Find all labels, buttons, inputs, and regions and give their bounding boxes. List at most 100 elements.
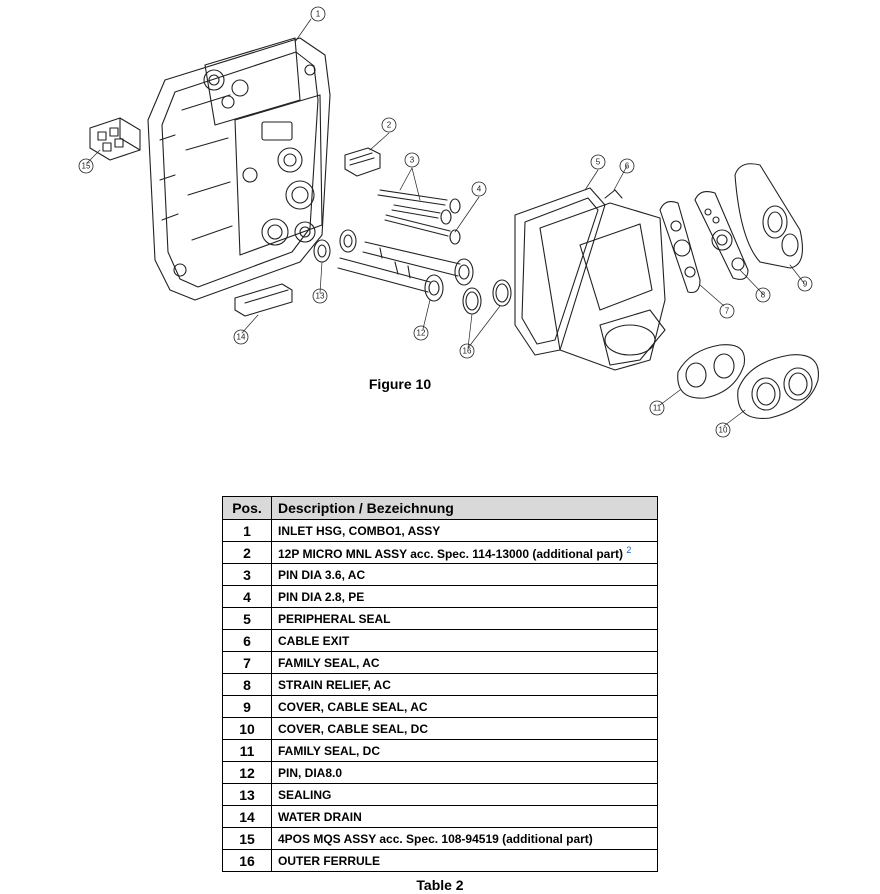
row-pos: 1 — [222, 519, 272, 542]
table-row: 15 4POS MQS ASSY acc. Spec. 108-94519 (ad… — [222, 827, 658, 850]
header-description: Description / Bezeichnung — [271, 496, 658, 520]
callout-3: 3 — [410, 156, 415, 165]
part-1-inlet-housing — [147, 37, 331, 301]
description-text: CABLE EXIT — [278, 633, 350, 648]
exploded-view-figure: 1 2 3 4 5 6 7 8 9 10 11 12 13 14 15 16 — [78, 6, 819, 438]
description-text: 12P MICRO MNL ASSY acc. Spec. 114-13000 … — [278, 546, 624, 561]
description-text: FAMILY SEAL, DC — [278, 743, 381, 758]
parts-table: Pos. Description / Bezeichnung 1 INLET HS… — [222, 496, 658, 872]
description-text: WATER DRAIN — [278, 809, 362, 824]
header-pos: Pos. — [222, 496, 272, 520]
row-description: PIN DIA 3.6, AC — [271, 563, 658, 586]
row-description: PERIPHERAL SEAL — [271, 607, 658, 630]
row-description: STRAIN RELIEF, AC — [271, 673, 658, 696]
row-pos: 8 — [222, 673, 272, 696]
description-text: PIN DIA 3.6, AC — [278, 567, 366, 582]
callout-13: 13 — [316, 292, 325, 301]
part-12-large-pins — [337, 241, 474, 302]
part-16-ferrules — [462, 279, 512, 315]
table-row: 6 CABLE EXIT — [222, 629, 658, 652]
row-description: 12P MICRO MNL ASSY acc. Spec. 114-13000 … — [271, 541, 658, 564]
part-11-family-seal-dc — [677, 344, 746, 399]
row-pos: 13 — [222, 783, 272, 806]
leader-lines — [86, 18, 805, 427]
callout-15: 15 — [82, 162, 91, 171]
table-row: 1 INLET HSG, COMBO1, ASSY — [222, 519, 658, 542]
row-description: 4POS MQS ASSY acc. Spec. 108-94519 (addi… — [271, 827, 658, 850]
callout-5: 5 — [596, 158, 601, 167]
row-description: WATER DRAIN — [271, 805, 658, 828]
row-description: FAMILY SEAL, DC — [271, 739, 658, 762]
row-pos: 16 — [222, 849, 272, 872]
part-8-strain-relief — [694, 191, 749, 280]
row-pos: 10 — [222, 717, 272, 740]
callout-8: 8 — [761, 291, 766, 300]
part-3-pins — [377, 189, 461, 225]
callout-6: 6 — [625, 162, 630, 171]
callout-4: 4 — [477, 185, 482, 194]
part-7-family-seal-ac — [659, 201, 701, 294]
row-description: OUTER FERRULE — [271, 849, 658, 872]
row-pos: 12 — [222, 761, 272, 784]
table-row: 13 SEALING — [222, 783, 658, 806]
callout-1: 1 — [316, 10, 321, 19]
callout-2: 2 — [387, 121, 392, 130]
exploded-view-drawing: 1 2 3 4 5 6 7 8 9 10 11 12 13 14 15 16 — [78, 6, 819, 438]
description-text: 4POS MQS ASSY acc. Spec. 108-94519 (addi… — [278, 831, 593, 846]
table-header-row: Pos. Description / Bezeichnung — [222, 496, 658, 520]
row-pos: 4 — [222, 585, 272, 608]
table-row: 16 OUTER FERRULE — [222, 849, 658, 872]
callout-7: 7 — [725, 307, 730, 316]
description-text: INLET HSG, COMBO1, ASSY — [278, 523, 441, 538]
row-description: CABLE EXIT — [271, 629, 658, 652]
description-text: PIN DIA 2.8, PE — [278, 589, 365, 604]
row-description: PIN, DIA8.0 — [271, 761, 658, 784]
description-text: FAMILY SEAL, AC — [278, 655, 380, 670]
description-text: OUTER FERRULE — [278, 853, 380, 868]
row-pos: 2 — [222, 541, 272, 564]
row-pos: 15 — [222, 827, 272, 850]
part-14-water-drain — [234, 283, 293, 317]
part-5-6-seal-and-cable-exit — [514, 187, 666, 371]
callout-16: 16 — [463, 347, 472, 356]
row-description: INLET HSG, COMBO1, ASSY — [271, 519, 658, 542]
part-2-micro-connector — [344, 147, 381, 177]
description-text: PERIPHERAL SEAL — [278, 611, 391, 626]
callout-10: 10 — [719, 426, 728, 435]
row-description: FAMILY SEAL, AC — [271, 651, 658, 674]
description-text: PIN, DIA8.0 — [278, 765, 343, 780]
table-row: 9 COVER, CABLE SEAL, AC — [222, 695, 658, 718]
part-13-sealings — [313, 229, 357, 263]
callout-14: 14 — [237, 333, 246, 342]
callout-circles — [78, 6, 813, 438]
table-row: 10 COVER, CABLE SEAL, DC — [222, 717, 658, 740]
row-description: COVER, CABLE SEAL, AC — [271, 695, 658, 718]
row-pos: 6 — [222, 629, 272, 652]
row-pos: 9 — [222, 695, 272, 718]
callout-11: 11 — [653, 404, 662, 413]
callout-12: 12 — [417, 329, 426, 338]
part-9-cover-ac — [734, 163, 803, 269]
row-description: PIN DIA 2.8, PE — [271, 585, 658, 608]
table-row: 8 STRAIN RELIEF, AC — [222, 673, 658, 696]
callout-9: 9 — [803, 280, 808, 289]
description-text: STRAIN RELIEF, AC — [278, 677, 391, 692]
part-15-mqs-connector — [89, 117, 141, 161]
row-pos: 3 — [222, 563, 272, 586]
figure-caption: Figure 10 — [368, 376, 432, 392]
description-text: COVER, CABLE SEAL, AC — [278, 699, 428, 714]
part-10-cover-dc — [737, 354, 819, 419]
row-pos: 11 — [222, 739, 272, 762]
table-caption: Table 2 — [416, 877, 464, 893]
description-text: COVER, CABLE SEAL, DC — [278, 721, 429, 736]
table-row: 3 PIN DIA 3.6, AC — [222, 563, 658, 586]
row-pos: 14 — [222, 805, 272, 828]
description-text: SEALING — [278, 787, 332, 802]
table-row: 14 WATER DRAIN — [222, 805, 658, 828]
footnote-reference[interactable]: 2 — [626, 544, 632, 555]
table-row: 12 PIN, DIA8.0 — [222, 761, 658, 784]
